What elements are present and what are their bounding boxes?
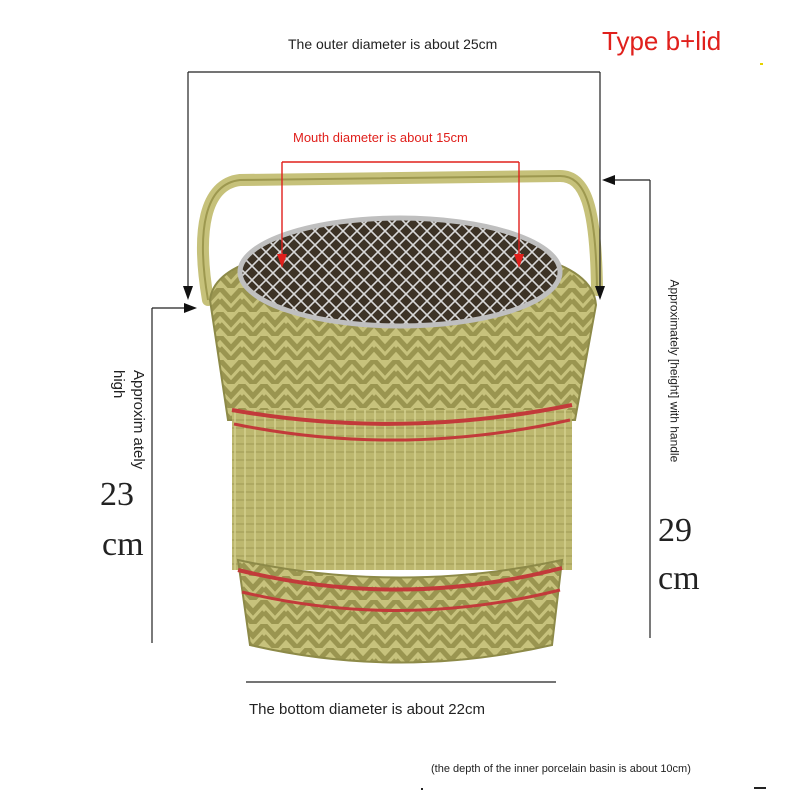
arrow-right-icon bbox=[184, 303, 197, 313]
bottom-diameter-label: The bottom diameter is about 22cm bbox=[249, 701, 485, 718]
right-height-unit: cm bbox=[658, 560, 700, 597]
left-height-text: Approxim ately high bbox=[110, 370, 147, 470]
inner-depth-note: (the depth of the inner porcelain basin … bbox=[431, 763, 691, 775]
arrow-down-icon bbox=[277, 254, 287, 268]
arrow-left-icon bbox=[602, 175, 615, 185]
arrow-down-icon bbox=[595, 286, 605, 300]
left-height-value: 23 bbox=[100, 476, 134, 513]
right-height-text: Approximately [height] with handle bbox=[667, 279, 682, 463]
left-height-unit: cm bbox=[102, 526, 144, 563]
basket-body bbox=[232, 410, 572, 570]
type-label: Type b+lid bbox=[602, 26, 722, 56]
arrow-down-icon bbox=[514, 254, 524, 268]
outer-diameter-label: The outer diameter is about 25cm bbox=[288, 36, 498, 52]
arrow-down-icon bbox=[183, 286, 193, 300]
mouth-diameter-label: Mouth diameter is about 15cm bbox=[293, 130, 468, 145]
mesh-lid bbox=[237, 215, 563, 329]
right-height-value: 29 bbox=[658, 512, 692, 549]
